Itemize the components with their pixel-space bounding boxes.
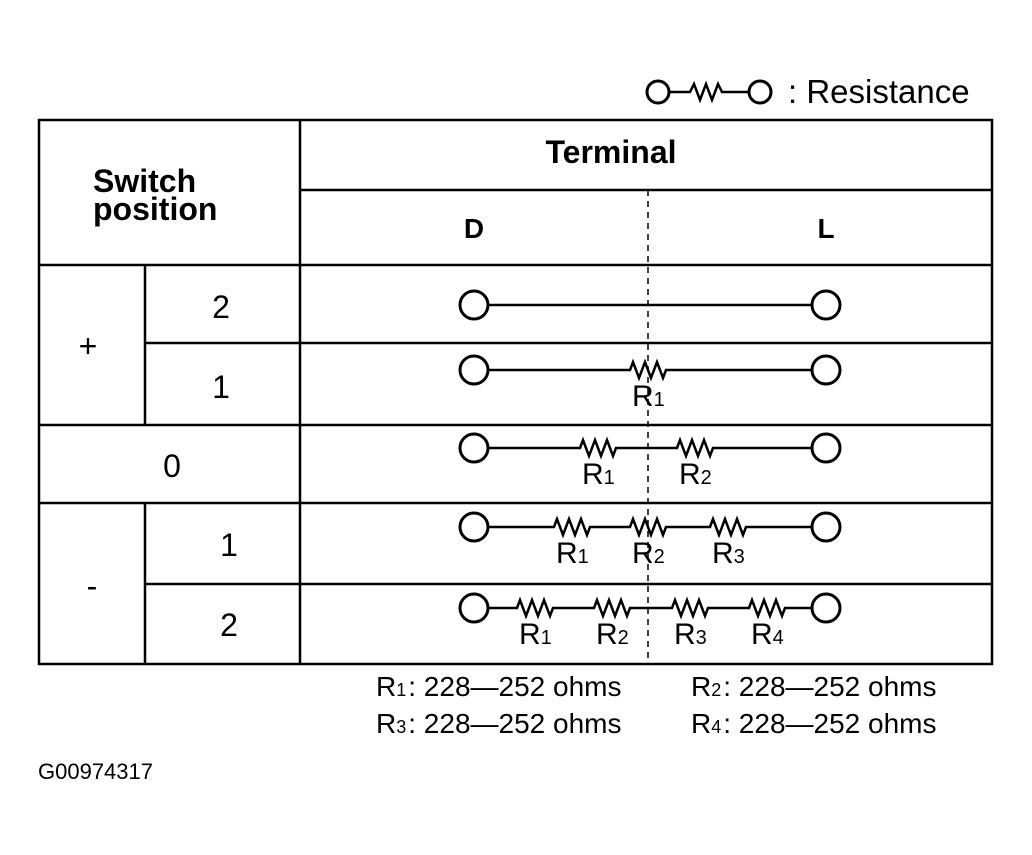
resistor-label: R4 [751, 618, 784, 651]
note-r2: R2: 228—252 ohms [691, 671, 937, 702]
legend-terminal-right-icon [747, 79, 773, 105]
plus-sign-label: + [79, 328, 98, 364]
legend-resistor-icon [669, 80, 748, 104]
terminal-l-icon [810, 592, 842, 624]
resistor-label: R3 [674, 618, 707, 651]
terminal-d-icon [458, 289, 490, 321]
terminal-l-header: L [817, 213, 834, 244]
switch-header-line2: position [93, 191, 217, 227]
switch-header-line1: Switch [93, 163, 196, 199]
minus-sign-label: - [87, 568, 98, 604]
terminal-l-icon [810, 354, 842, 386]
terminal-l-icon [810, 432, 842, 464]
terminal-d-icon [458, 592, 490, 624]
resistor-label: R2 [679, 458, 712, 491]
legend-terminal-left-icon [645, 79, 671, 105]
position-minus-1-label: 1 [220, 527, 238, 563]
circuit-row-1-0-wire [488, 436, 812, 460]
note-r1: R1: 228—252 ohms [376, 671, 622, 702]
position-0-label: 0 [163, 448, 181, 484]
resistor-label: R1 [582, 458, 615, 491]
terminal-l-icon [810, 511, 842, 543]
terminal-d-icon [458, 354, 490, 386]
circuit-row-2-0-wire [488, 515, 812, 539]
resistor-label: R1 [632, 380, 665, 413]
position-plus-1-label: 1 [212, 369, 230, 405]
resistor-label: R2 [596, 618, 629, 651]
resistance-notes: R1: 228—252 ohms R2: 228—252 ohms R3: 22… [376, 671, 937, 739]
note-r4: R4: 228—252 ohms [691, 708, 937, 739]
terminal-d-header: D [464, 213, 484, 244]
terminal-d-icon [458, 432, 490, 464]
note-r3: R3: 228—252 ohms [376, 708, 622, 739]
terminal-d-icon [458, 511, 490, 543]
resistor-label: R1 [556, 537, 589, 570]
legend: : Resistance [645, 73, 970, 110]
figure-code: G00974317 [38, 759, 153, 784]
table-border [37, 118, 994, 666]
resistor-label: R2 [632, 537, 665, 570]
circuit-row-0-1-wire [488, 358, 812, 382]
position-plus-2-label: 2 [212, 289, 230, 325]
circuit-row-2-1-wire [488, 596, 812, 620]
table-grid [37, 118, 994, 666]
legend-label: : Resistance [788, 73, 970, 110]
terminal-header: Terminal [546, 134, 677, 170]
terminal-l-icon [810, 289, 842, 321]
resistor-label: R1 [519, 618, 552, 651]
position-minus-2-label: 2 [220, 607, 238, 643]
resistor-label: R3 [712, 537, 745, 570]
